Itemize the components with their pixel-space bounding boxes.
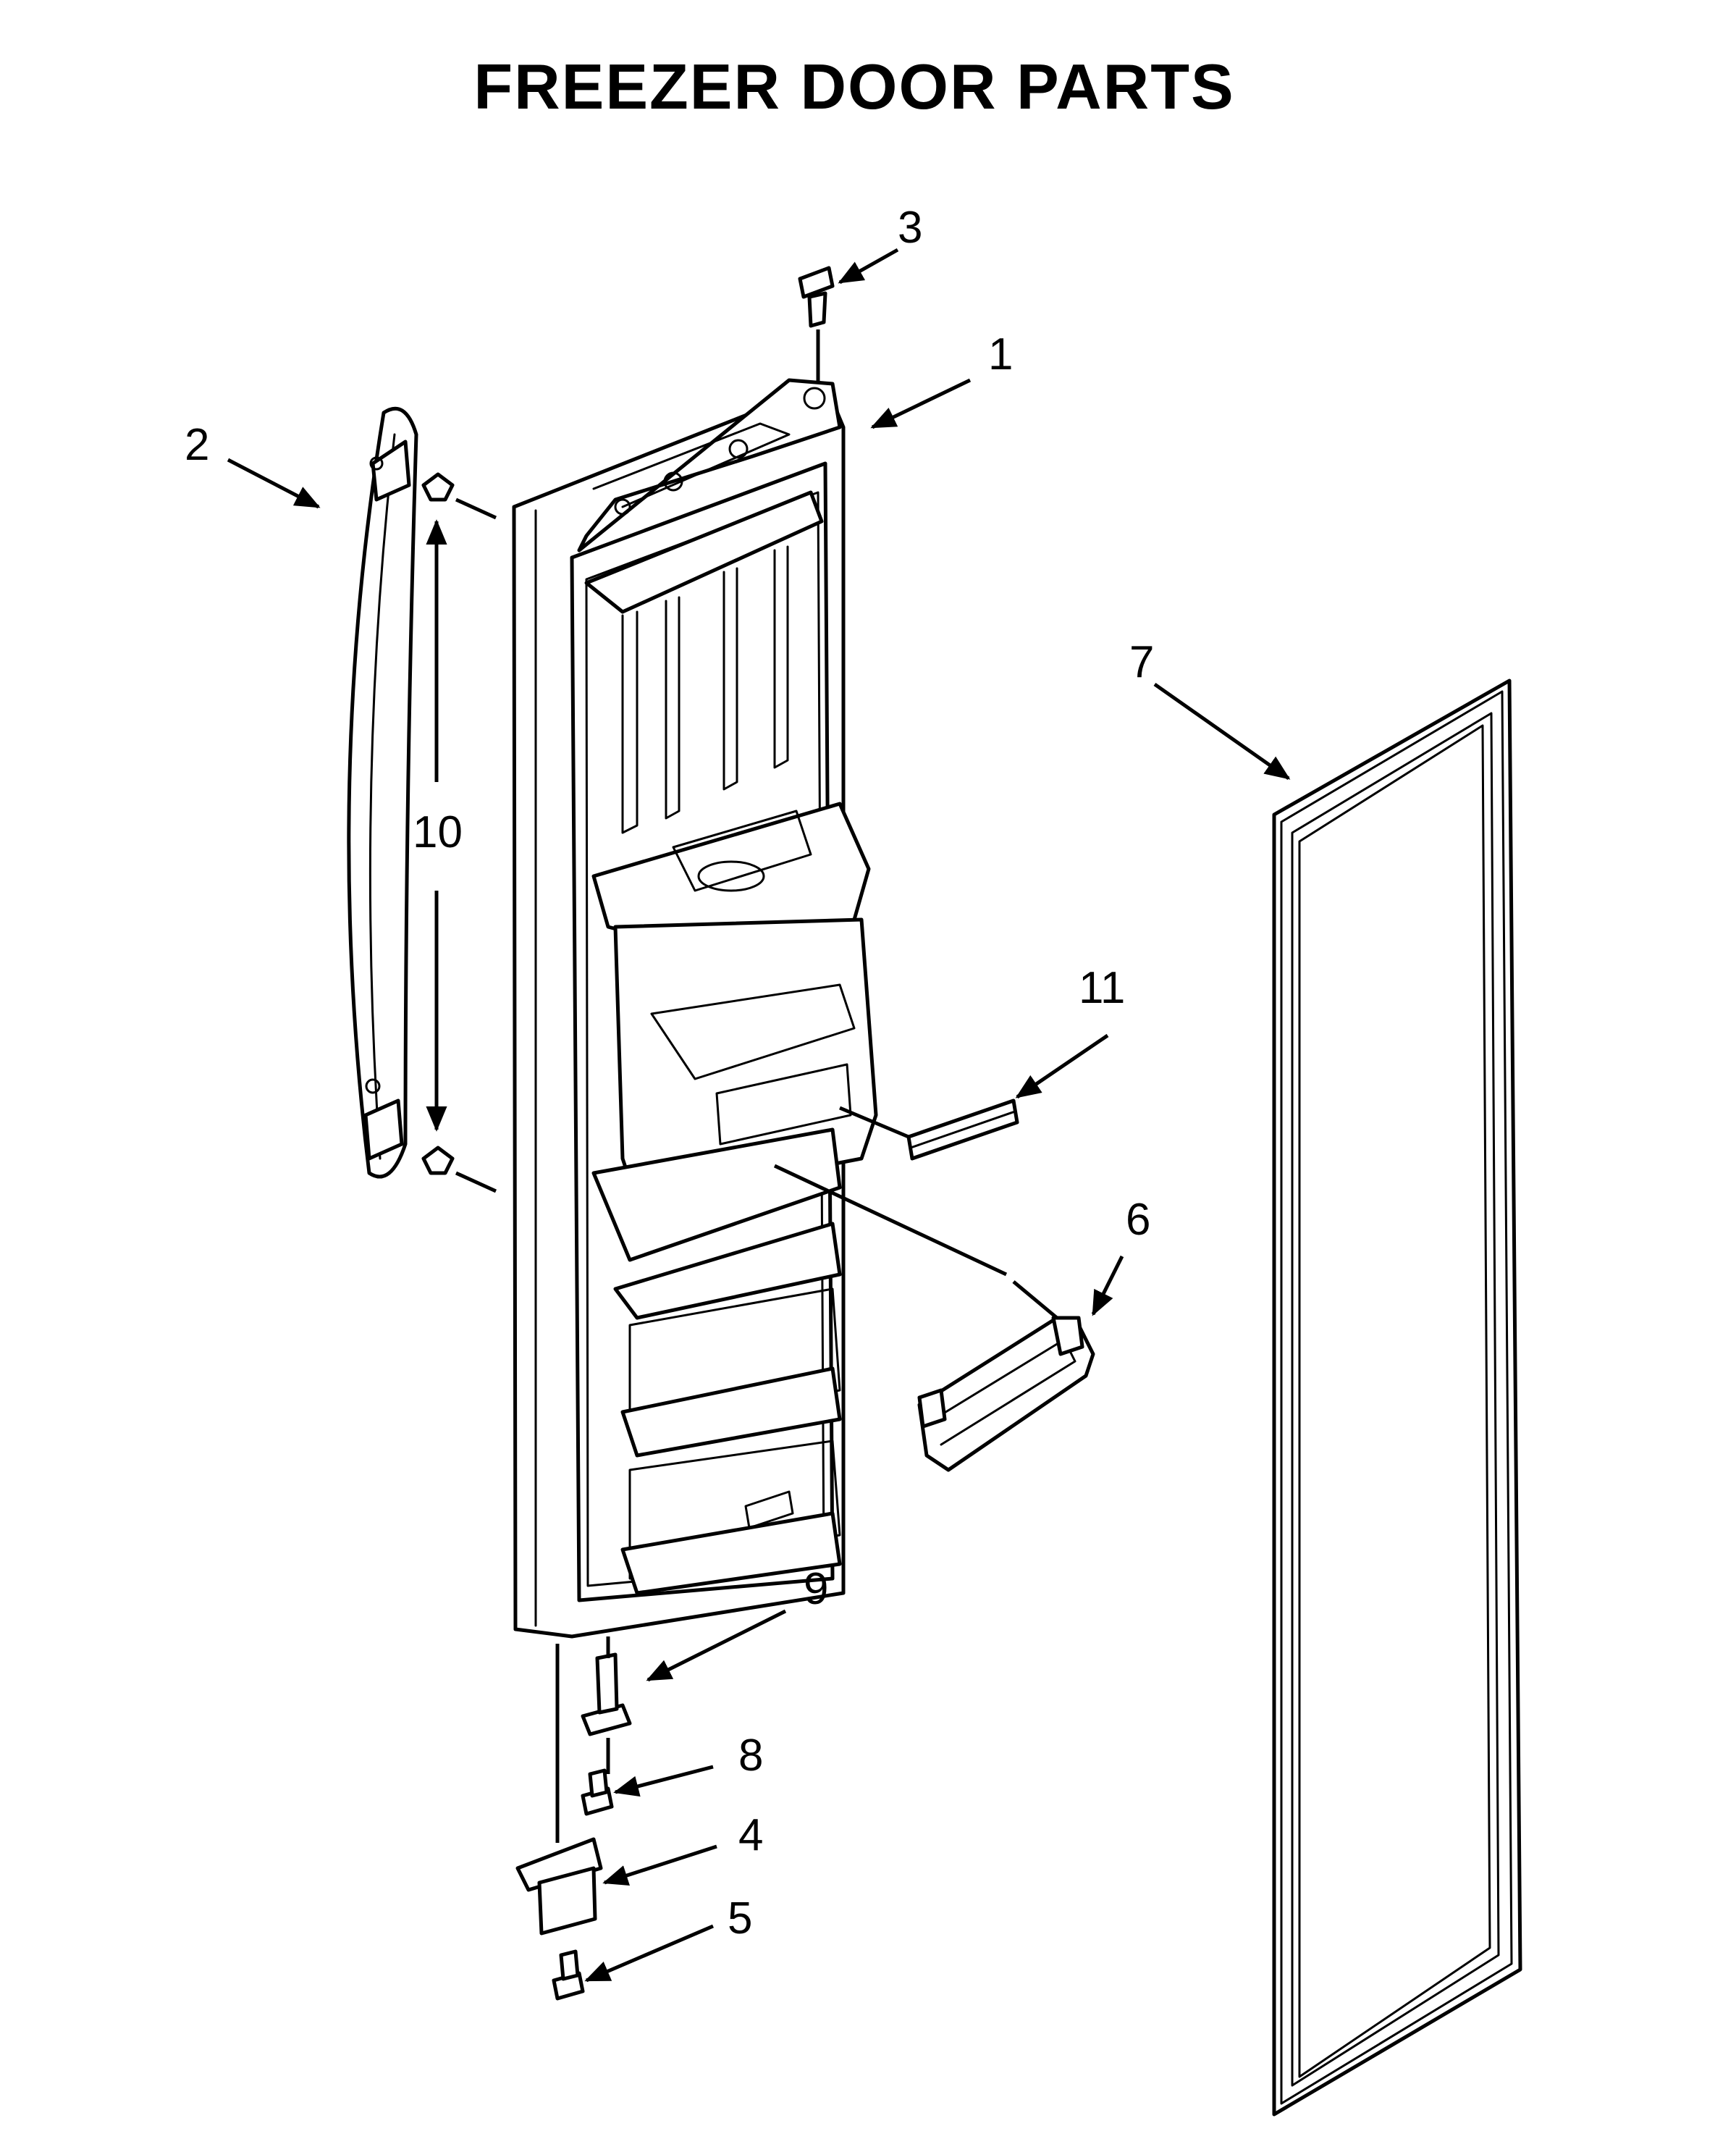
callout-10: 10 bbox=[413, 807, 463, 857]
door-bin bbox=[917, 1316, 1095, 1472]
callout-1: 1 bbox=[988, 329, 1013, 379]
callout-3: 3 bbox=[898, 203, 922, 253]
callout-6: 6 bbox=[1126, 1195, 1150, 1245]
callout-2: 2 bbox=[185, 420, 209, 470]
freezer-door-liner bbox=[512, 378, 878, 1639]
handle-mounting-stud-top bbox=[421, 472, 497, 520]
callout-5: 5 bbox=[728, 1894, 752, 1943]
top-plug-screw bbox=[798, 266, 835, 384]
lower-hinge-bracket bbox=[515, 1644, 603, 1936]
callout-11: 11 bbox=[1079, 963, 1125, 1013]
hinge-screw bbox=[581, 1768, 614, 1816]
leader-lines bbox=[227, 248, 1291, 1983]
callout-9: 9 bbox=[804, 1564, 828, 1614]
door-gasket bbox=[1272, 678, 1522, 2117]
door-handle bbox=[347, 406, 418, 1179]
diagram-title: FREEZER DOOR PARTS bbox=[473, 51, 1234, 122]
callout-8: 7 bbox=[1129, 637, 1154, 687]
trim-strip bbox=[906, 1098, 1019, 1161]
lower-hinge-pin bbox=[581, 1636, 632, 1774]
callout-4: 4 bbox=[738, 1810, 763, 1860]
callout-7: 8 bbox=[738, 1731, 763, 1781]
handle-mounting-stud-bottom bbox=[421, 1146, 497, 1193]
bracket-screw bbox=[552, 1949, 585, 2001]
